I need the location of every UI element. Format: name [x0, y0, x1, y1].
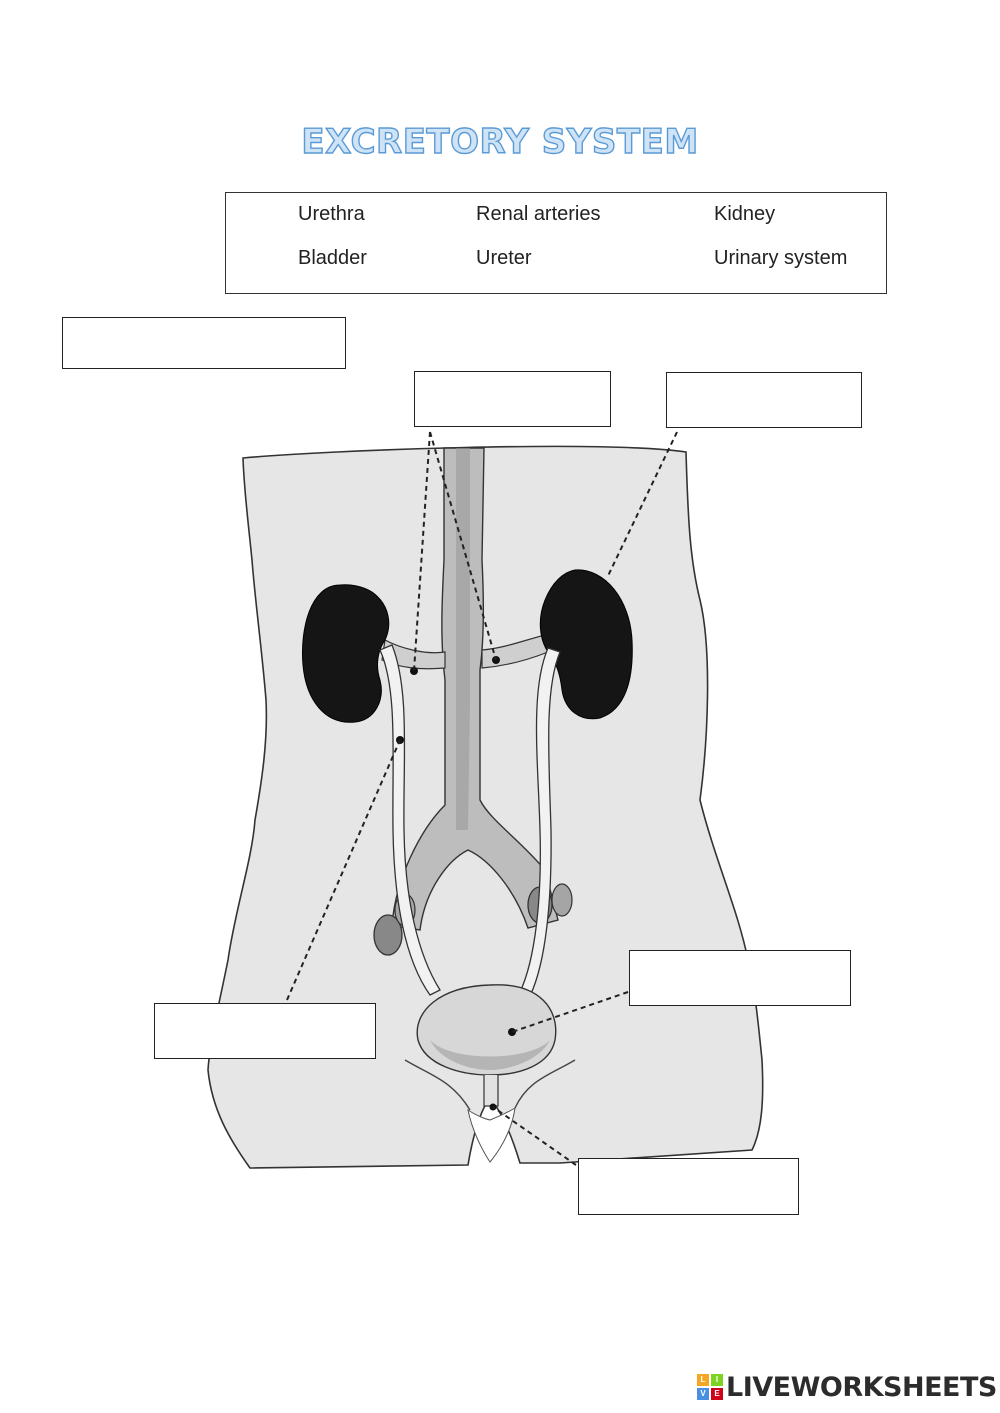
answer-box-kidney[interactable] — [666, 372, 862, 428]
urethra — [483, 1075, 499, 1107]
aorta — [391, 447, 559, 931]
leader-bladder — [511, 991, 629, 1033]
word-renal-arteries: Renal arteries — [476, 203, 601, 225]
logo-mark-letter: I — [711, 1374, 723, 1386]
iliac-end-right-2 — [551, 883, 573, 917]
pelvic-fold-left — [404, 1059, 471, 1111]
logo-text: LIVEWORKSHEETS — [726, 1371, 997, 1403]
vena-cava — [456, 448, 470, 830]
answer-box-bladder[interactable] — [629, 950, 851, 1006]
answer-box-urinary-system[interactable] — [62, 317, 346, 369]
iliac-end-left-1 — [373, 914, 403, 956]
liveworksheets-logo: L I V E LIVEWORKSHEETS — [697, 1371, 997, 1403]
logo-mark-letter: L — [697, 1374, 709, 1386]
answer-box-urethra[interactable] — [578, 1158, 799, 1215]
ureter-left — [379, 644, 441, 996]
leader-renal-right — [429, 431, 497, 661]
leader-urethra — [492, 1106, 577, 1166]
leader-ureter — [286, 739, 401, 1001]
word-kidney: Kidney — [714, 203, 776, 225]
answer-box-renal-arteries[interactable] — [414, 371, 611, 427]
bladder-shading — [430, 1040, 550, 1070]
answer-box-ureter[interactable] — [154, 1003, 376, 1059]
logo-mark-letter: V — [697, 1388, 709, 1400]
word-urinary-system: Urinary system — [714, 247, 848, 269]
leader-renal-left — [413, 431, 431, 672]
worksheet-title: EXCRETORY SYSTEM — [301, 121, 699, 162]
word-urethra: Urethra — [298, 203, 365, 225]
pelvic-fold-right — [514, 1059, 576, 1109]
word-ureter: Ureter — [476, 247, 532, 269]
kidney-right — [539, 569, 633, 720]
word-bladder: Bladder — [298, 247, 367, 269]
word-bank: Urethra Renal arteries Kidney Bladder Ur… — [225, 192, 887, 294]
kidney-left — [302, 584, 390, 723]
pointer-dot-bladder — [508, 1028, 516, 1036]
groin-area — [467, 1107, 516, 1163]
logo-mark-letter: E — [711, 1388, 723, 1400]
pointer-dot-renal-left — [410, 667, 418, 675]
logo-mark-icon: L I V E — [697, 1374, 723, 1400]
